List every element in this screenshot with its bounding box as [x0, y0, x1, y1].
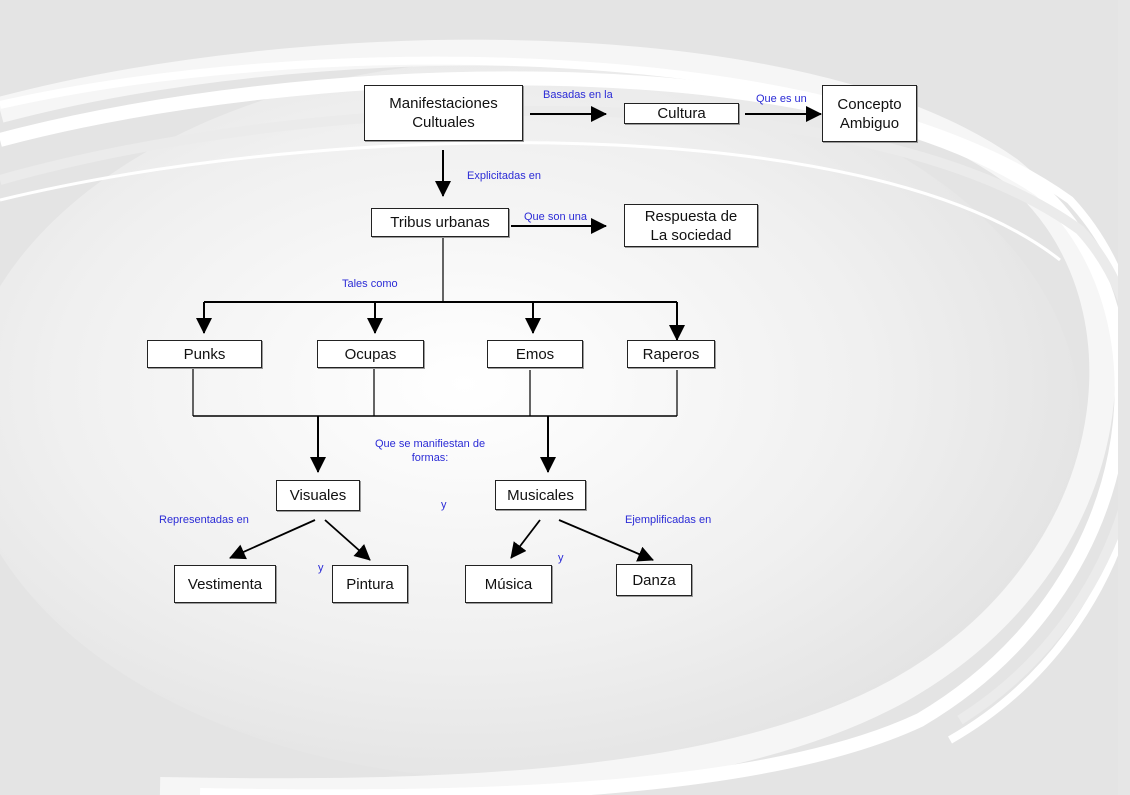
node-visuales: Visuales: [276, 480, 360, 511]
edge-musicales-danza: [558, 519, 654, 562]
label-y-musical: y: [558, 552, 564, 564]
label-que-es-un: Que es un: [756, 93, 807, 105]
label-y-visual: y: [318, 562, 324, 574]
label-basadas-en-la: Basadas en la: [543, 89, 613, 101]
label-explicitadas-en: Explicitadas en: [467, 170, 541, 182]
label-ejemplificadas-en: Ejemplificadas en: [625, 514, 712, 526]
node-danza: Danza: [616, 564, 692, 596]
node-pintura: Pintura: [332, 565, 408, 603]
edge-visuales-pintura: [324, 519, 371, 561]
node-cultura: Cultura: [624, 103, 739, 124]
node-punks: Punks: [147, 340, 262, 368]
node-musicales: Musicales: [495, 480, 586, 510]
edge-musicales-musica: [510, 519, 541, 559]
label-representadas-en: Representadas en: [159, 514, 249, 526]
node-manifestaciones-cultuales: Manifestaciones Cultuales: [364, 85, 523, 141]
node-ocupas: Ocupas: [317, 340, 424, 368]
label-tales-como: Tales como: [342, 278, 398, 290]
node-raperos: Raperos: [627, 340, 715, 368]
node-musica: Música: [465, 565, 552, 603]
node-vestimenta: Vestimenta: [174, 565, 276, 603]
label-que-se-manifiestan: Que se manifiestan de formas:: [375, 438, 486, 464]
node-respuesta-sociedad: Respuesta de La sociedad: [624, 204, 758, 247]
edge-visuales-vestimenta: [229, 519, 316, 560]
node-emos: Emos: [487, 340, 583, 368]
node-tribus-urbanas: Tribus urbanas: [371, 208, 509, 237]
node-concepto-ambiguo: Concepto Ambiguo: [822, 85, 917, 142]
label-y-formas: y: [441, 499, 447, 511]
label-que-son-una: Que son una: [524, 211, 587, 223]
